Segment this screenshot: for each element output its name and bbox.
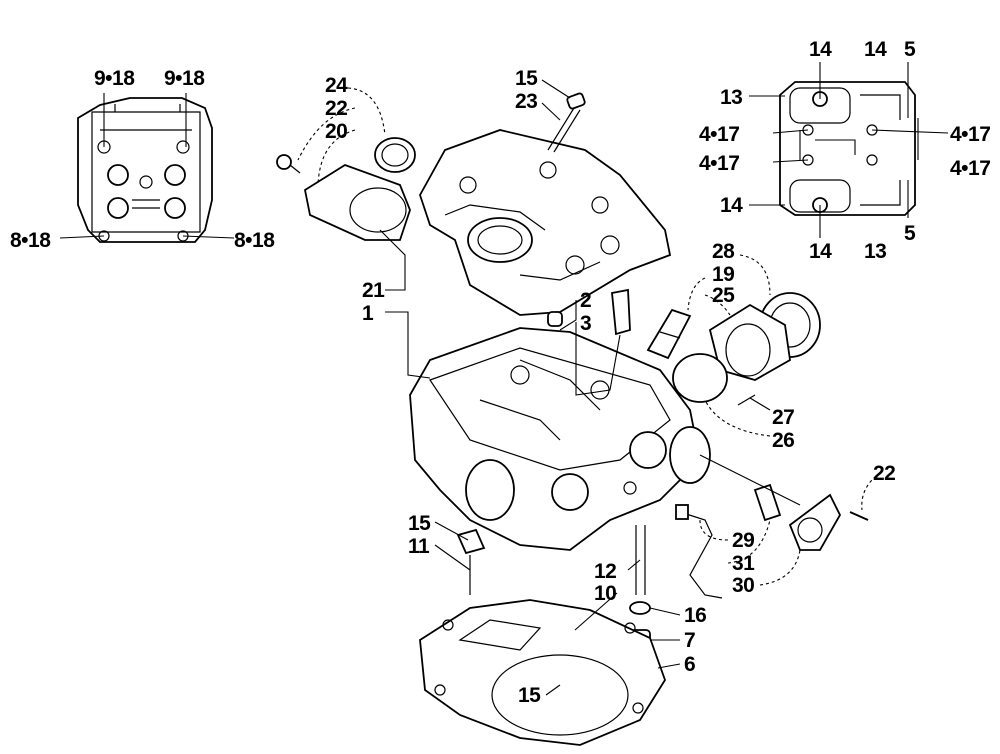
callout-c25: 7 (684, 629, 695, 652)
head-gasket (419, 599, 666, 746)
callout-c37: 4•17 (699, 152, 739, 175)
callout-c41: 13 (864, 240, 886, 263)
callout-c24: 16 (684, 604, 706, 627)
callout-c15: 19 (712, 263, 734, 286)
callout-c1: 9•18 (94, 67, 135, 90)
breather-cap (276, 154, 411, 241)
callout-c38: 4•17 (950, 157, 990, 180)
callout-c4: 8•18 (234, 229, 275, 252)
callout-c20: 15 (408, 512, 431, 535)
callout-c30: 30 (732, 574, 754, 597)
intake-boot (708, 292, 821, 381)
cylinder-head (409, 327, 711, 551)
callout-c27: 15 (518, 684, 541, 707)
temperature-sensor (753, 483, 869, 551)
sensor-wire (675, 504, 723, 599)
seal-ring (374, 137, 416, 173)
callout-c5: 24 (325, 74, 348, 97)
dowel-pin (547, 311, 563, 327)
callout-c9: 23 (515, 90, 537, 113)
callout-c7: 20 (325, 120, 347, 143)
callout-c32: 14 (864, 38, 887, 61)
valve-cover-top-view-inset (779, 81, 916, 216)
callout-c8: 15 (515, 67, 538, 90)
head-top-view-inset (77, 97, 213, 243)
spark-plug (646, 308, 692, 360)
valve-cover (419, 129, 672, 316)
callout-c35: 4•17 (699, 123, 739, 146)
callout-c16: 25 (712, 284, 735, 307)
callout-c26: 6 (684, 653, 695, 676)
callout-c36: 4•17 (950, 123, 990, 146)
callout-c19: 22 (873, 462, 895, 485)
callout-c21: 11 (408, 535, 430, 558)
callout-c2: 9•18 (164, 67, 205, 90)
callout-c22: 12 (594, 560, 616, 583)
callout-c34: 13 (720, 86, 742, 109)
callout-c10: 21 (362, 279, 385, 302)
callout-c40: 14 (809, 240, 832, 263)
callout-c3: 8•18 (10, 229, 51, 252)
callout-c39: 14 (720, 194, 743, 217)
sleeve-pin (611, 288, 631, 336)
callout-c28: 29 (732, 529, 754, 552)
callout-c18: 26 (772, 429, 794, 452)
screw-27 (737, 394, 756, 406)
main-leader-lines (297, 79, 877, 696)
callout-c31: 14 (809, 38, 832, 61)
callout-c13: 3 (580, 312, 591, 335)
callout-c14: 28 (712, 240, 735, 263)
inset-right-leaders (749, 62, 949, 238)
callout-c11: 1 (362, 302, 374, 325)
callout-c29: 31 (732, 552, 755, 575)
callout-c12: 2 (580, 289, 591, 312)
inset-left-leaders (59, 93, 235, 239)
callout-c17: 27 (772, 406, 794, 429)
callout-c23: 10 (594, 582, 616, 605)
callout-c42: 5 (904, 222, 916, 245)
callout-c6: 22 (325, 97, 347, 120)
bolt-23 (547, 92, 586, 153)
o-ring (672, 353, 728, 403)
callout-c33: 5 (904, 38, 916, 61)
